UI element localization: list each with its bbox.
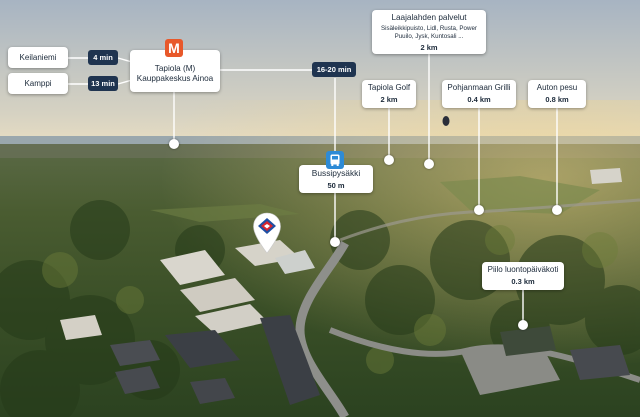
- open-field: [440, 176, 600, 214]
- label-auton-pesu: Auton pesu 0.8 km: [528, 80, 586, 108]
- location-dot: [169, 139, 179, 149]
- location-pin-icon: [253, 212, 281, 254]
- label-subtitle: Puuilo, Jysk, Kuntosali ...: [394, 33, 464, 41]
- location-dot: [518, 320, 528, 330]
- label-distance: 50 m: [327, 180, 345, 190]
- label-name: Bussipysäkki: [311, 168, 361, 178]
- travel-time-badge: 16-20 min: [312, 62, 356, 77]
- label-distance: 0.4 km: [467, 95, 491, 104]
- label-distance: 0.3 km: [511, 277, 535, 286]
- distant-road: [339, 198, 640, 242]
- label-name: Pohjanmaan Grilli: [447, 83, 511, 92]
- location-dot: [424, 159, 434, 169]
- travel-time-badge: 4 min: [88, 50, 118, 65]
- label-keilaniemi: Keilaniemi: [8, 47, 68, 68]
- location-dot: [384, 155, 394, 165]
- label-name: Kamppi: [24, 79, 52, 88]
- metro-icon: M: [165, 39, 183, 57]
- label-piilo-paivakoti: Piilo luontopäiväkoti 0.3 km: [482, 262, 564, 290]
- label-distance: 0.8 km: [545, 95, 569, 104]
- travel-time-badge: 13 min: [88, 76, 118, 91]
- open-field: [150, 204, 300, 222]
- label-name: Kauppakeskus Ainoa: [136, 74, 214, 84]
- residential-buildings: [60, 168, 630, 405]
- label-distance: 2 km: [380, 95, 398, 104]
- parking-lot: [460, 342, 560, 395]
- label-laajalahti: Laajalahden palvelut Sisäleikkipuisto, L…: [372, 10, 486, 54]
- main-road: [295, 240, 349, 417]
- location-dot: [330, 237, 340, 247]
- label-name: Tapiola Golf: [367, 83, 411, 92]
- house-logo-icon: [258, 218, 276, 234]
- label-subtitle: Sisäleikkipuisto, Lidl, Rusta, Power: [381, 25, 477, 33]
- label-name: Tapiola (M): [154, 64, 196, 73]
- bus-icon: [326, 151, 344, 169]
- label-name: Piilo luontopäiväkoti: [487, 265, 559, 274]
- label-bussipysakki: Bussipysäkki 50 m: [299, 165, 373, 193]
- label-pohjanmaan-grilli: Pohjanmaan Grilli 0.4 km: [442, 80, 516, 108]
- label-name: Keilaniemi: [19, 53, 57, 62]
- label-tapiola-metro: Tapiola (M) Kauppakeskus Ainoa: [130, 50, 220, 92]
- hot-air-balloon: [442, 116, 450, 126]
- tree-highlights: [42, 225, 618, 374]
- label-kamppi: Kamppi: [8, 73, 68, 94]
- location-dot: [552, 205, 562, 215]
- label-name: Laajalahden palvelut: [391, 13, 467, 22]
- location-dot: [474, 205, 484, 215]
- label-name: Auton pesu: [536, 83, 578, 92]
- label-tapiola-golf: Tapiola Golf 2 km: [362, 80, 416, 108]
- label-distance: 2 km: [420, 43, 438, 53]
